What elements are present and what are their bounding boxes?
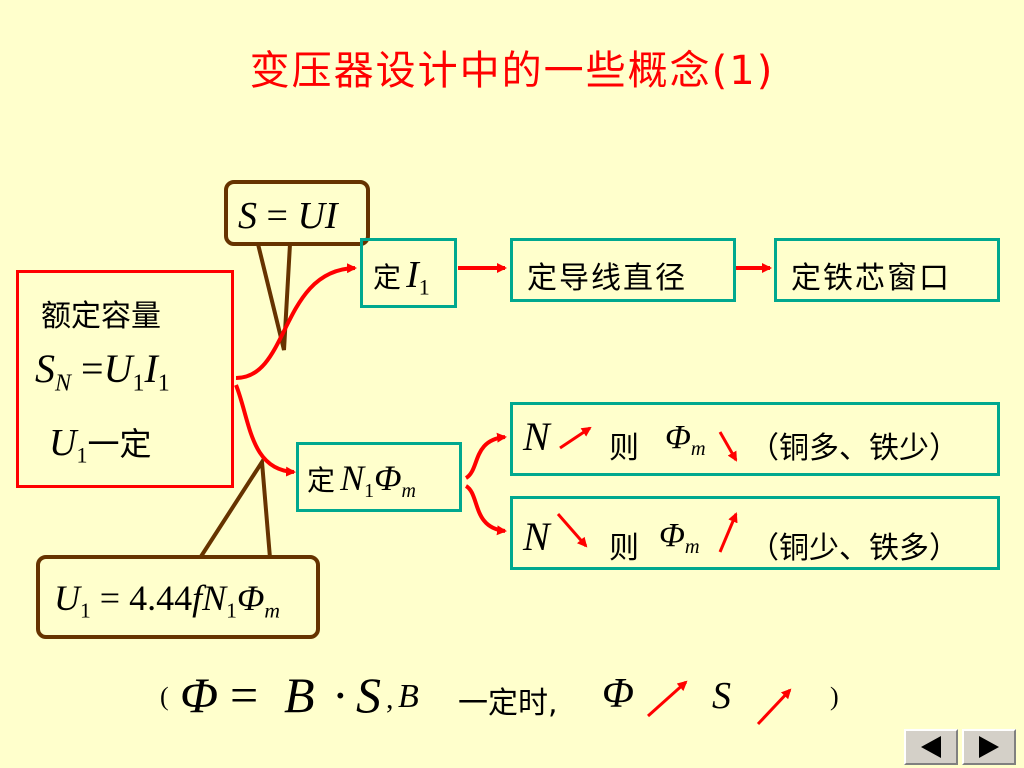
box-core-window: 定铁芯窗口 bbox=[774, 238, 1000, 302]
arrow-to-fix-N bbox=[234, 384, 296, 477]
box-fix-turns-flux: 定 N1Φm bbox=[296, 442, 462, 512]
arrow-to-fix-I bbox=[235, 263, 357, 380]
case-turns-increase: N 则 Φm （铜多、铁少） bbox=[510, 402, 1000, 476]
rated-capacity-box: 额定容量 SN =U1I1 U1一定 bbox=[16, 270, 234, 488]
box-wire-diameter: 定导线直径 bbox=[510, 238, 736, 302]
triangle-right-icon bbox=[979, 736, 999, 758]
callout-power-formula: S = UI bbox=[224, 180, 370, 246]
page-title: 变压器设计中的一些概念(1) bbox=[249, 48, 775, 94]
rated-capacity-formula: SN =U1I1 bbox=[35, 346, 170, 397]
callout-top-pointer bbox=[256, 243, 292, 351]
arrow-to-case-up bbox=[464, 432, 507, 480]
arrow-to-case-down bbox=[464, 484, 507, 536]
footer-formula: ( Φ = B · S , B 一定时, Φ S ) bbox=[160, 667, 839, 723]
case-turns-decrease: N 则 Φm （铜少、铁多） bbox=[510, 496, 1000, 570]
rated-capacity-heading: 额定容量 bbox=[41, 299, 161, 334]
box-fix-current: 定 I1 bbox=[360, 238, 457, 308]
rated-voltage-line: U1一定 bbox=[49, 422, 152, 468]
prev-slide-button[interactable] bbox=[904, 729, 958, 765]
next-slide-button[interactable] bbox=[962, 729, 1016, 765]
callout-voltage-formula: U1 = 4.44fN1Φm bbox=[36, 555, 320, 639]
triangle-left-icon bbox=[921, 736, 941, 758]
